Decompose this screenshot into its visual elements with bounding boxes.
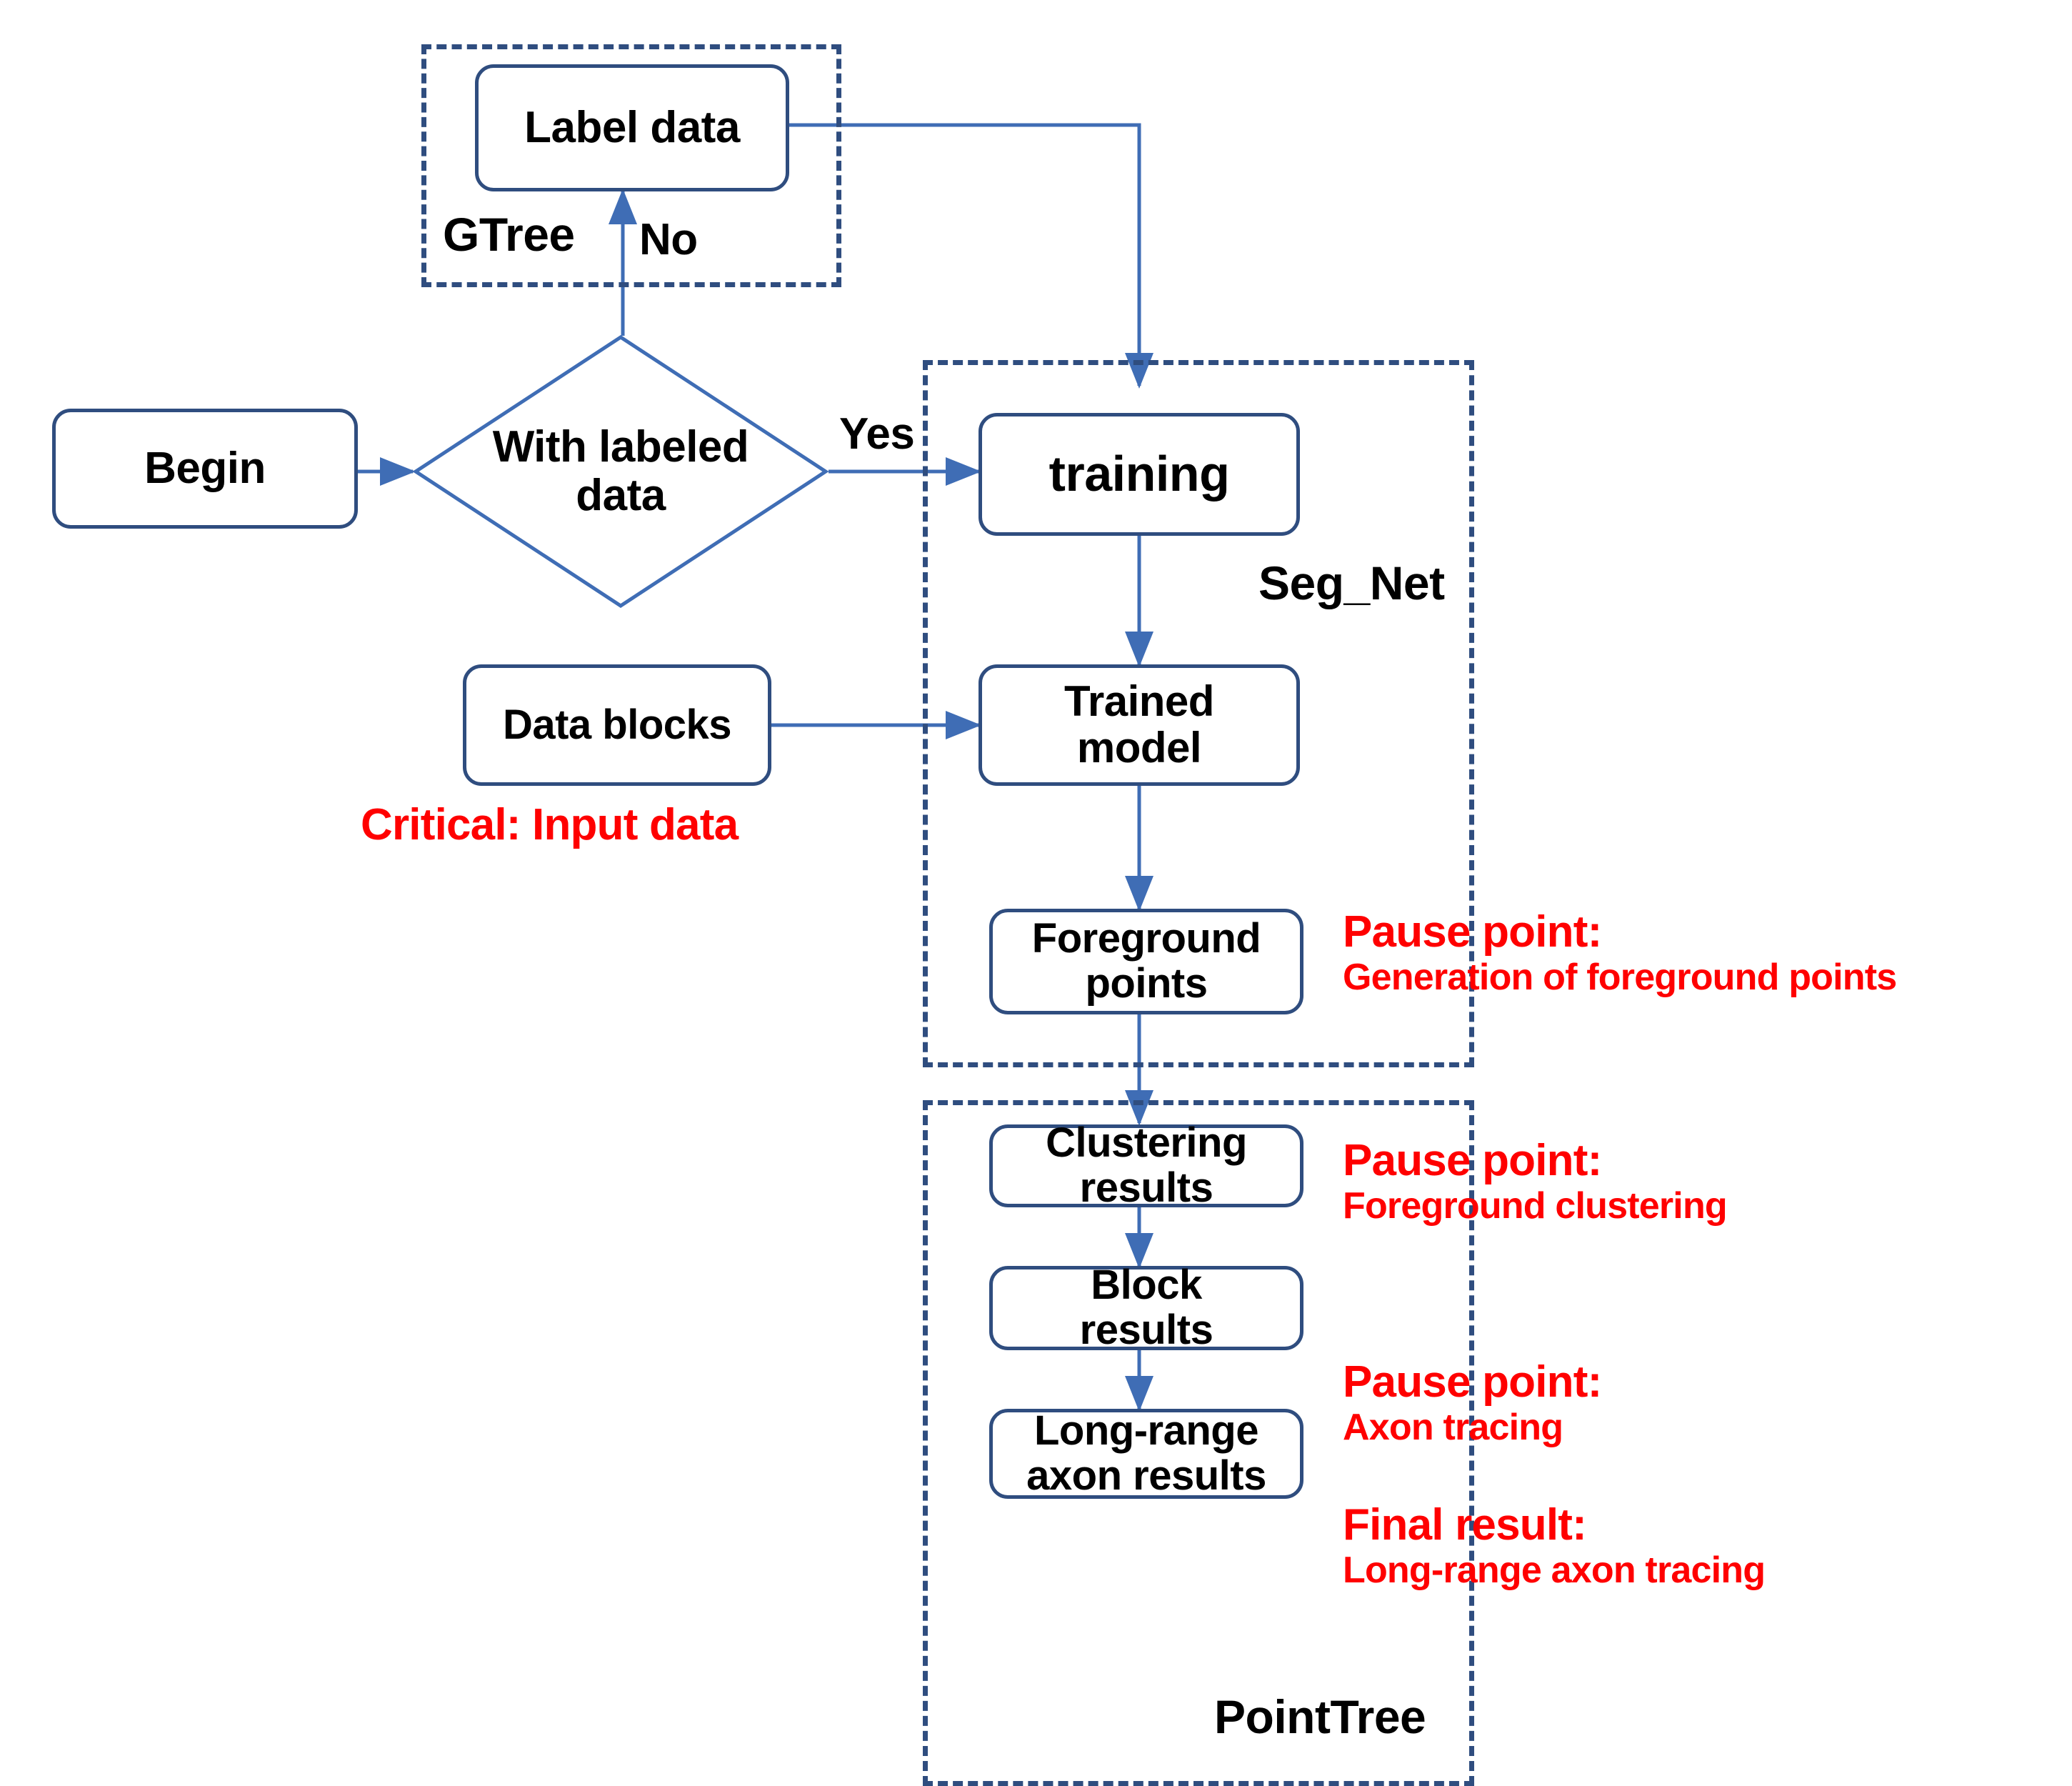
node-long-range-axon-results[interactable]: Long-range axon results [989,1409,1303,1499]
node-foreground-points-line-2: points [1085,960,1208,1007]
node-foreground-points[interactable]: Foreground points [989,909,1303,1014]
node-long-range-line-2: axon results [1026,1452,1266,1499]
node-block-results[interactable]: Block results [989,1262,1303,1353]
annotation-critical-input-data: Critical: Input data [361,800,739,849]
node-decision-with-labeled-data[interactable]: With labeled data [413,334,829,609]
node-block-results-line-2: results [1079,1307,1213,1353]
diamond-shape [413,335,829,608]
annotation-pause-clustering: Pause point: Foreground clustering [1343,1136,1728,1227]
node-training-label: training [1048,446,1230,502]
group-box-pointtree [923,1100,1474,1786]
annotation-critical-head: Critical: Input data [361,800,739,849]
node-decision-line-2: data [576,471,666,520]
node-begin[interactable]: Begin [52,409,358,529]
group-box-gtree [421,44,841,287]
annotation-pause-axon-tracing: Pause point: Axon tracing [1343,1357,1602,1449]
group-box-seg-net [923,360,1474,1067]
annotation-final-result-head: Final result: [1343,1500,1587,1550]
edge-label-yes: Yes [839,409,915,459]
annotation-pause-clustering-head: Pause point: [1343,1136,1602,1185]
annotation-pause-axon-head: Pause point: [1343,1357,1602,1407]
node-label-data[interactable]: Label data [475,64,789,191]
node-block-results-line-1: Block [1091,1262,1202,1309]
node-clustering-results[interactable]: Clustering results [989,1119,1303,1210]
node-trained-model-line-1: Trained [1064,677,1214,726]
node-data-blocks-label: Data blocks [502,701,732,748]
edge-label-no: No [639,215,698,264]
node-clustering-results-line-2: results [1079,1164,1213,1211]
group-label-gtree: GTree [443,208,575,261]
annotation-pause-foreground-head: Pause point: [1343,907,1602,957]
node-clustering-results-line-1: Clustering [1046,1119,1247,1167]
node-label-data-label: Label data [524,102,740,152]
annotation-pause-foreground-sub: Generation of foreground points [1343,957,1897,999]
annotation-final-result-sub: Long-range axon tracing [1343,1550,1766,1592]
group-label-seg-net: Seg_Net [1258,557,1445,609]
annotation-pause-axon-sub: Axon tracing [1343,1407,1563,1449]
group-label-pointtree: PointTree [1214,1690,1426,1743]
node-trained-model[interactable]: Trained model [979,664,1300,786]
annotation-pause-foreground: Pause point: Generation of foreground po… [1343,907,1897,999]
annotation-pause-clustering-sub: Foreground clustering [1343,1185,1728,1227]
node-trained-model-line-2: model [1076,724,1202,772]
node-data-blocks[interactable]: Data blocks [463,664,771,786]
node-begin-label: Begin [144,443,266,493]
node-decision-line-1: With labeled [492,421,749,472]
node-foreground-points-line-1: Foreground [1031,915,1261,962]
annotation-final-result: Final result: Long-range axon tracing [1343,1500,1766,1592]
node-training[interactable]: training [979,413,1300,536]
node-long-range-line-1: Long-range [1034,1407,1258,1455]
